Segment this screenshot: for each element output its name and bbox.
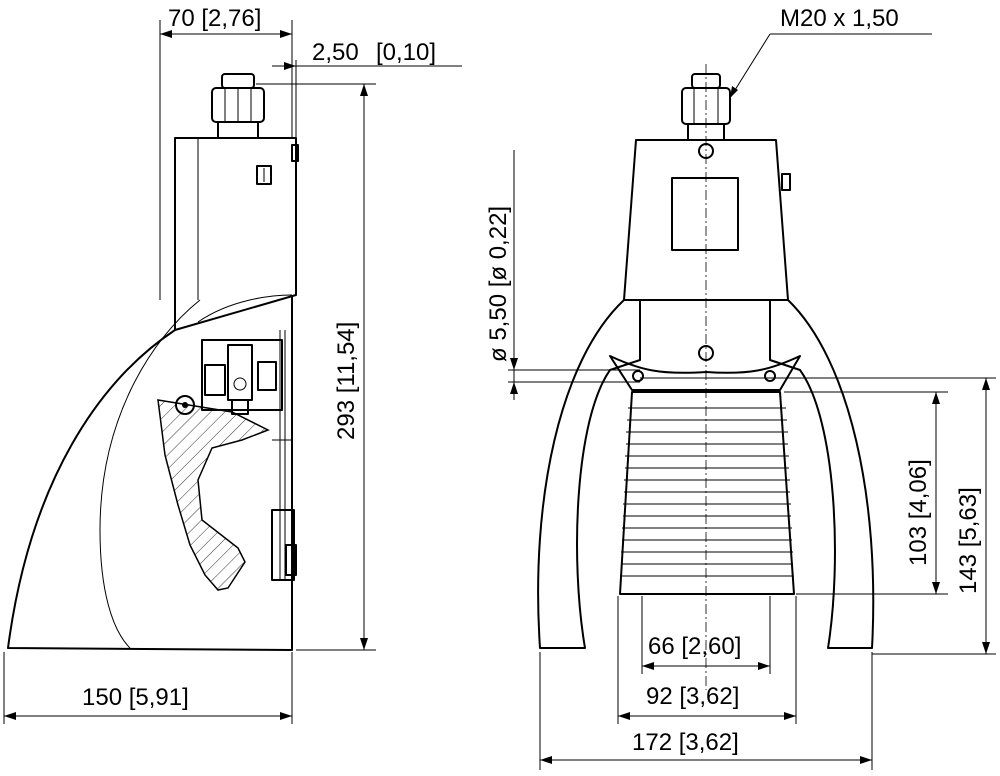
left-arm [537, 299, 641, 649]
dim-side-length: 150 [5,91] [3, 652, 293, 724]
dim-side-height-label: 293 [11,54] [333, 322, 360, 440]
dim-thread-label: M20 x 1,50 [780, 5, 899, 32]
dim-pedal-width-inner-label: 66 [2,60] [648, 633, 741, 660]
dim-side-top: 70 [2,76] [159, 5, 293, 300]
dim-pedal-width-label: 92 [3,62] [646, 683, 739, 710]
dim-overall-width: 172 [3,62] [539, 652, 873, 770]
dim-overall-height-label: 143 [5,63] [955, 487, 982, 594]
dim-pedal-width-inner: 66 [2,60] [641, 596, 771, 674]
dim-thread: M20 x 1,50 [729, 5, 932, 99]
dim-side-offset-label: 2,50 [312, 39, 359, 66]
right-arm [769, 299, 875, 649]
dim-overall-height: 143 [5,63] [640, 377, 996, 655]
front-view [537, 64, 875, 690]
dim-hole: ø 5,50 [ø 0,22] [485, 150, 640, 400]
dim-pedal-height: 103 [4,06] [784, 391, 948, 595]
dim-side-top-label: 70 [2,76] [168, 5, 261, 32]
dim-overall-width-label: 172 [3,62] [632, 729, 739, 756]
dim-side-offset: 2,50 [0,10] [272, 39, 462, 138]
dim-side-length-label: 150 [5,91] [82, 684, 189, 711]
dim-pedal-height-label: 103 [4,06] [905, 459, 932, 566]
pedal-section [157, 399, 270, 591]
side-view [7, 73, 299, 651]
dim-side-height: 293 [11,54] [256, 83, 376, 651]
dim-side-offset-inch: [0,10] [376, 39, 436, 66]
dim-pedal-width: 92 [3,62] [617, 596, 797, 724]
dim-hole-label: ø 5,50 [ø 0,22] [485, 206, 512, 362]
cable-gland-front [681, 73, 731, 141]
internal-mechanism [201, 330, 286, 580]
pedal [619, 391, 795, 595]
